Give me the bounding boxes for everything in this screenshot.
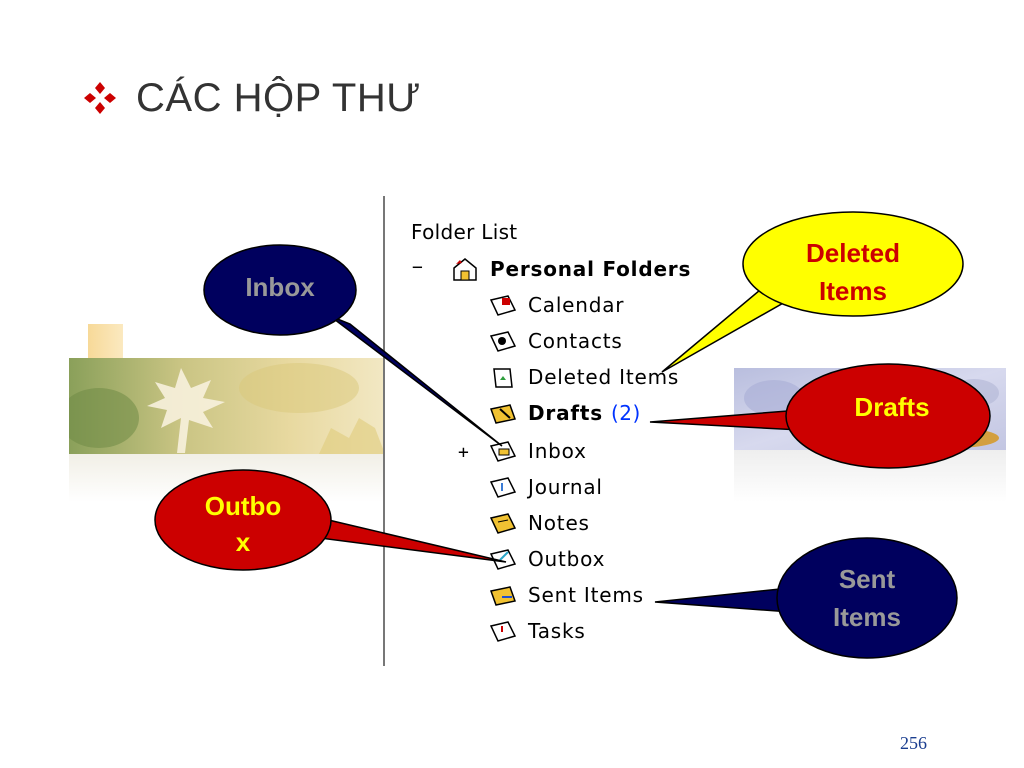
sent-items-callout: [654, 537, 958, 659]
outbox-folder-icon: [489, 549, 517, 570]
tree-item-label: Sent Items: [528, 583, 644, 607]
drafts-callout: [649, 363, 991, 469]
sent-items-callout-label: Sent Items: [797, 560, 937, 636]
tasks-folder-icon: [489, 621, 517, 642]
notes-folder-icon: [489, 513, 517, 534]
expand-expander[interactable]: +: [458, 442, 469, 463]
callout-line: Sent: [838, 564, 896, 594]
contacts-folder-icon: [489, 331, 517, 352]
deleted-items-folder-icon: [493, 368, 513, 388]
diamond-bullet-icon: [84, 82, 116, 114]
inbox-callout-label: Inbox: [245, 272, 315, 302]
callout-line: Items: [833, 602, 901, 632]
outbox-callout-label: Outbo x: [172, 488, 314, 560]
tree-item-calendar[interactable]: Calendar: [488, 290, 624, 320]
folder-list-header: Folder List: [411, 220, 518, 244]
inbox-folder-icon: [489, 441, 517, 462]
tree-item-label: Outbox: [528, 547, 606, 571]
callout-line: Deleted: [806, 238, 900, 268]
maple-leaf-icon: [147, 368, 225, 453]
tree-item-label: Calendar: [528, 293, 625, 317]
journal-folder-icon: [489, 477, 517, 498]
outbox-callout: [154, 469, 507, 571]
personal-folders-icon: [453, 258, 477, 281]
tree-item-tasks[interactable]: Tasks: [488, 616, 586, 646]
callout-line: Items: [819, 276, 887, 306]
folder-list-panel: Folder List − Personal Folders Calendar …: [400, 210, 730, 660]
tree-item-contacts[interactable]: Contacts: [488, 326, 623, 356]
slide-title: CÁC HỘP THƯ: [82, 70, 421, 126]
callout-line: Outbo: [204, 491, 282, 521]
tree-item-label: Journal: [528, 475, 603, 499]
page-title: CÁC HỘP THƯ: [136, 75, 421, 120]
tree-item-label: Deleted Items: [528, 365, 680, 389]
inbox-callout: [203, 244, 503, 447]
vertical-divider: [383, 196, 385, 666]
deleted-items-callout-label: Deleted Items: [770, 234, 936, 310]
autumn-leaf-banner: [69, 358, 385, 454]
callout-line: x: [235, 527, 251, 557]
calendar-folder-icon: [489, 295, 517, 316]
tree-item-sent-items[interactable]: Sent Items: [488, 580, 644, 610]
tree-item-personal-folders[interactable]: Personal Folders: [450, 254, 691, 284]
tree-item-label: Drafts: [528, 401, 603, 425]
tree-item-deleted-items[interactable]: Deleted Items: [488, 362, 679, 392]
tree-item-label: Tasks: [528, 619, 586, 643]
tree-item-label: Contacts: [528, 329, 623, 353]
tree-item-inbox[interactable]: Inbox: [488, 436, 587, 466]
unread-count-badge: (2): [610, 401, 641, 425]
tree-item-label: Notes: [528, 511, 590, 535]
tree-item-notes[interactable]: Notes: [488, 508, 590, 538]
tree-item-label: Personal Folders: [490, 257, 692, 281]
tree-item-outbox[interactable]: Outbox: [488, 544, 605, 574]
tree-item-drafts[interactable]: Drafts (2): [488, 398, 641, 428]
page-number: 256: [900, 733, 927, 753]
collapse-expander[interactable]: −: [412, 257, 423, 278]
tree-item-label: Inbox: [528, 439, 587, 463]
sent-items-folder-icon: [490, 586, 516, 606]
drafts-folder-icon: [490, 404, 516, 424]
deleted-items-callout: [661, 211, 964, 373]
drafts-callout-label: Drafts: [854, 392, 930, 422]
tree-item-journal[interactable]: Journal: [488, 472, 603, 502]
